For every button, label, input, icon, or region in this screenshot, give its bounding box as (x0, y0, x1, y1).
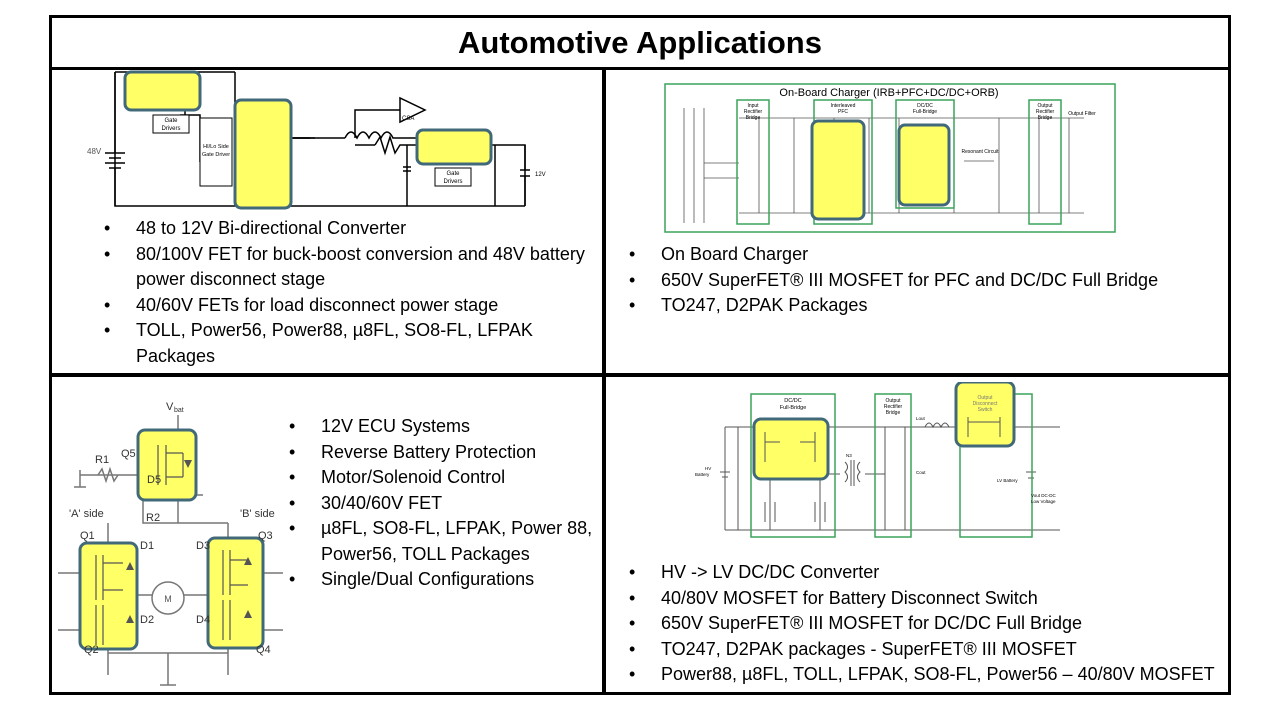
q4-vout-label-1: Vout DC-DC (1031, 493, 1057, 498)
q2-dcdc-label-1: DC/DC (917, 103, 933, 109)
q1-gate-highlight-2 (415, 128, 493, 166)
q2-out-label-3: Bridge (1038, 115, 1053, 121)
q3-d1-label: D1 (140, 540, 154, 552)
q3-bullet: Motor/Solenoid Control (287, 465, 599, 491)
q4-hv-batt-label-1: HV (705, 466, 711, 471)
q4-out-label-2: Rectifier (884, 404, 903, 410)
q3-bullet: 30/40/60V FET (287, 491, 599, 517)
q1-csa-label: CSA (402, 116, 414, 122)
q4-n3-label: N3 (846, 453, 852, 458)
q1-gate-drivers-label-2: Gate (446, 171, 460, 177)
q2-pfc-highlight (810, 119, 866, 221)
q2-onboard-charger-diagram: On-Board Charger (IRB+PFC+DC/DC+ORB) Inp… (664, 83, 1116, 233)
q2-pfc-label-1: Interleaved (831, 103, 856, 109)
q3-d3-label: D3 (196, 540, 210, 552)
slide-title: Automotive Applications (49, 15, 1231, 70)
q4-dcdc-label-1: DC/DC (784, 398, 801, 404)
q1-12v-label: 12V (535, 172, 546, 178)
q4-out-label-3: Bridge (886, 410, 901, 416)
q1-gate-drivers-label-2b: Drivers (444, 179, 463, 185)
q2-dcdc-highlight (897, 123, 951, 207)
q2-out-label-1: Output (1037, 103, 1053, 109)
q2-dcdc-label-2: Full-Bridge (913, 109, 937, 115)
q3-d4-label: D4 (196, 614, 210, 626)
q3-vbat-sub-label: bat (174, 407, 184, 414)
q2-output-filter-label: Output Filter (1068, 111, 1096, 117)
q2-resonant-label: Resonant Circuit (962, 149, 1000, 155)
q2-input-rect-label-2: Rectifier (744, 109, 763, 115)
q3-q2-label: Q2 (84, 644, 99, 656)
q1-bullet: 48 to 12V Bi-directional Converter (102, 216, 592, 242)
q3-bullet: Single/Dual Configurations (287, 567, 599, 593)
q3-b-side-highlight (206, 536, 265, 650)
q3-b-side-label: 'B' side (240, 508, 275, 520)
q4-dcdc-highlight (752, 417, 830, 481)
q4-lout-label: Lout (916, 416, 926, 421)
q4-hv-batt-label-2: Battery (695, 472, 710, 477)
q1-bridge-highlight (233, 98, 293, 210)
q3-a-side-label: 'A' side (69, 508, 104, 520)
q4-bullet-list: HV -> LV DC/DC Converter 40/80V MOSFET f… (627, 560, 1227, 688)
q2-pfc-label-2: PFC (838, 109, 848, 115)
q1-bidirectional-converter-diagram: Gate Drivers HI/Lo Side Gate Driver 48V … (87, 70, 546, 210)
q3-bullet: µ8FL, SO8-FL, LFPAK, Power 88, Power56, … (287, 516, 599, 567)
q3-motor-label: M (164, 594, 172, 604)
q2-input-rect-label-1: Input (747, 103, 759, 109)
q3-q1-label: Q1 (80, 530, 95, 542)
q2-bullet: On Board Charger (627, 242, 1217, 268)
q4-vout-label-2: Low Voltage (1031, 499, 1056, 504)
q2-outer-frame (664, 83, 1116, 233)
q4-dcdc-label-2: Full-Bridge (780, 405, 807, 411)
q2-out-label-2: Rectifier (1036, 109, 1055, 115)
q3-bullet: Reverse Battery Protection (287, 440, 599, 466)
q2-bullet-list: On Board Charger 650V SuperFET® III MOSF… (627, 242, 1217, 319)
q4-lv-batt-label: LV Battery (997, 478, 1018, 483)
q1-hilo-label-2: Gate Driver (202, 152, 230, 158)
q4-disconnect-highlight (954, 382, 1016, 448)
q1-bullet: TOLL, Power56, Power88, µ8FL, SO8-FL, LF… (102, 318, 592, 369)
q3-q4-label: Q4 (256, 644, 271, 656)
q2-bullet: 650V SuperFET® III MOSFET for PFC and DC… (627, 268, 1217, 294)
q4-out-label-1: Output (885, 398, 901, 404)
q1-bullet-list: 48 to 12V Bi-directional Converter 80/10… (102, 216, 592, 369)
q3-a-side-highlight (78, 541, 139, 651)
q1-48v-label: 48V (87, 147, 102, 156)
q3-q5-highlight (136, 428, 198, 502)
q1-bullet: 40/60V FETs for load disconnect power st… (102, 293, 592, 319)
q3-q3-label: Q3 (258, 530, 273, 542)
q2-input-rect-label-3: Bridge (746, 115, 761, 121)
q4-bullet: TO247, D2PAK packages - SuperFET® III MO… (627, 637, 1227, 663)
horizontal-divider (49, 373, 1231, 377)
vertical-divider (602, 68, 606, 695)
q3-q5-label: Q5 (121, 448, 136, 460)
q4-bullet: 650V SuperFET® III MOSFET for DC/DC Full… (627, 611, 1227, 637)
q2-bullet: TO247, D2PAK Packages (627, 293, 1217, 319)
q3-hbridge-diagram: M V bat R1 Q5 D5 R2 'A' side 'B' side Q1… (58, 401, 283, 686)
q1-gate-drivers-label-1b: Drivers (162, 126, 181, 132)
q4-bullet: 40/80V MOSFET for Battery Disconnect Swi… (627, 586, 1227, 612)
q1-gate-highlight-1 (123, 70, 202, 112)
q3-d5-label: D5 (147, 474, 161, 486)
q4-hv-lv-converter-diagram: DC/DC Full-Bridge Output Rectifier Bridg… (695, 382, 1060, 538)
q1-gate-drivers-label-1: Gate (164, 118, 178, 124)
q4-bullet: HV -> LV DC/DC Converter (627, 560, 1227, 586)
q3-bullet-list: 12V ECU Systems Reverse Battery Protecti… (287, 414, 599, 593)
q2-diagram-title: On-Board Charger (IRB+PFC+DC/DC+ORB) (779, 87, 998, 99)
q1-hilo-label-1: HI/Lo Side (203, 144, 229, 150)
q3-bullet: 12V ECU Systems (287, 414, 599, 440)
q4-cout-label: Cout (916, 470, 926, 475)
q1-bullet: 80/100V FET for buck-boost conversion an… (102, 242, 592, 293)
q4-disc-label-3: Switch (978, 407, 993, 413)
q4-disc-label-1: Output (977, 395, 993, 401)
q3-vbat-label: V (166, 401, 174, 413)
q4-bullet: Power88, µ8FL, TOLL, LFPAK, SO8-FL, Powe… (627, 662, 1227, 688)
q4-disc-label-2: Disconnect (973, 401, 998, 407)
q3-r2-label: R2 (146, 512, 160, 524)
q3-d2-label: D2 (140, 614, 154, 626)
q3-r1-label: R1 (95, 454, 109, 466)
